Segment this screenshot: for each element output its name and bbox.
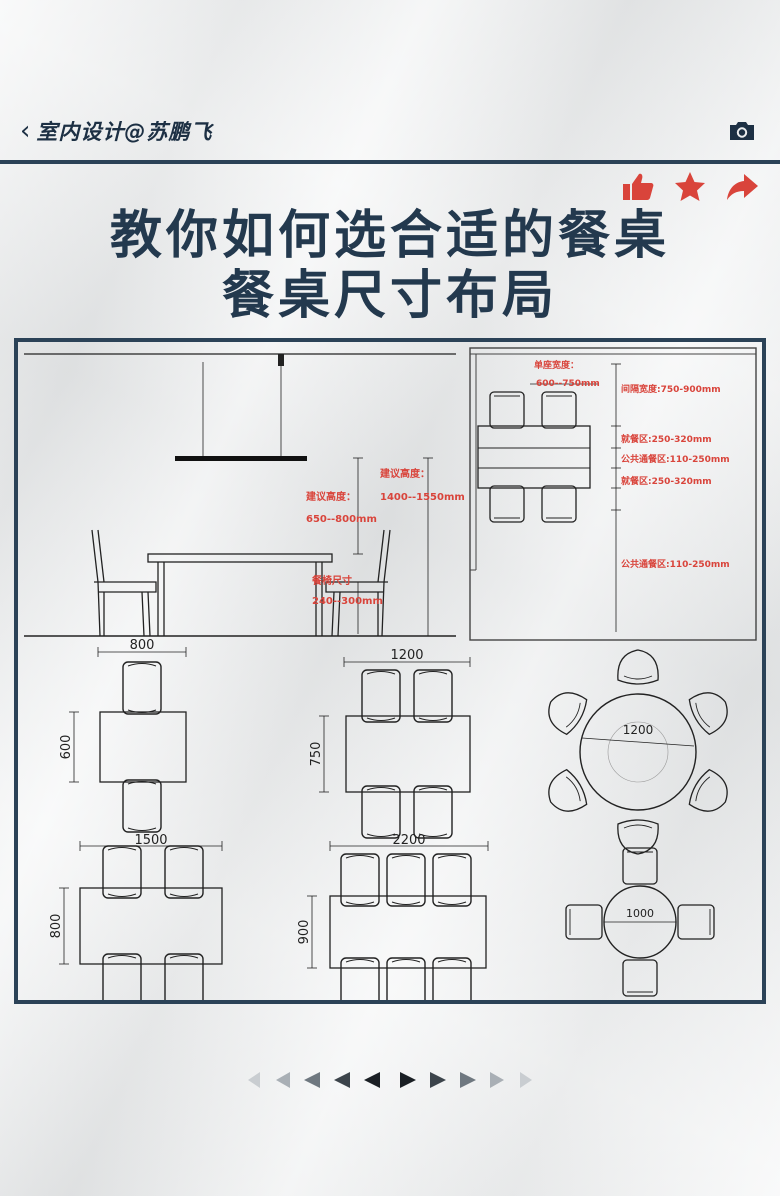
round-table-1200: 1200: [539, 649, 737, 855]
header-divider: [0, 160, 780, 164]
chair-size-value: 240--300mm: [312, 596, 383, 607]
back-button[interactable]: ‹ 室内设计@苏鹏飞: [20, 116, 212, 146]
dim-depth: 600: [59, 735, 74, 760]
table-2200x900: 2200 900: [297, 833, 489, 1000]
table-height-label: 建议高度：: [305, 490, 356, 503]
dim-depth: 750: [309, 742, 324, 767]
elev-height-label: 建议高度：: [379, 467, 430, 480]
page-title: 教你如何选合适的餐桌: [109, 206, 670, 266]
pager-arrows: [248, 1072, 532, 1088]
table-1500x800: 1500 800: [49, 833, 223, 1000]
dim-depth: 800: [49, 914, 64, 939]
thumbs-up-icon[interactable]: [620, 170, 656, 204]
dim-diameter: 1000: [626, 907, 654, 920]
table-800x600: 800 600: [59, 638, 187, 833]
dim-width: 800: [130, 638, 155, 653]
public-passage-2: 公共通餐区:110-250mm: [621, 558, 730, 570]
page-subtitle: 餐桌尺寸布局: [221, 266, 558, 326]
top-bar: ‹ 室内设计@苏鹏飞: [0, 108, 780, 154]
dim-diameter: 1200: [623, 723, 654, 737]
drawing-frame: 建议高度： 1400--1550mm 建议高度： 650--800mm 餐椅尺寸…: [14, 338, 766, 1004]
dining-zone-1: 就餐区:250-320mm: [621, 433, 712, 445]
dim-width: 2200: [392, 833, 425, 848]
plan-view: 单座宽度： 600--750mm 间隔宽度:750-900mm 就餐区:250-…: [469, 347, 757, 641]
elevation-view: 建议高度： 1400--1550mm 建议高度： 650--800mm 餐椅尺寸…: [24, 353, 465, 637]
dim-width: 1200: [390, 648, 423, 663]
action-icons: [620, 170, 760, 204]
dim-width: 1500: [134, 833, 167, 848]
star-icon[interactable]: [672, 170, 708, 204]
table-height-value: 650--800mm: [306, 514, 377, 525]
chevron-left-icon: ‹: [20, 116, 31, 146]
share-arrow-icon[interactable]: [724, 170, 760, 204]
table-layout-drawing: 建议高度： 1400--1550mm 建议高度： 650--800mm 餐椅尺寸…: [24, 347, 757, 1000]
spacing-label: 间隔宽度:750-900mm: [621, 383, 721, 395]
dim-depth: 900: [297, 920, 312, 945]
seat-width-label: 单座宽度：: [534, 359, 579, 371]
author-label: 室内设计@苏鹏飞: [36, 120, 213, 144]
camera-icon[interactable]: [728, 120, 756, 142]
table-1200x750: 1200 750: [309, 648, 471, 839]
chair-size-label: 餐椅尺寸: [311, 574, 352, 587]
public-passage-1: 公共通餐区:110-250mm: [621, 453, 730, 465]
dining-zone-2: 就餐区:250-320mm: [621, 475, 712, 487]
round-table-1000: 1000: [565, 847, 715, 997]
seat-width-value: 600--750mm: [536, 379, 600, 389]
elev-height-value: 1400--1550mm: [380, 492, 465, 503]
